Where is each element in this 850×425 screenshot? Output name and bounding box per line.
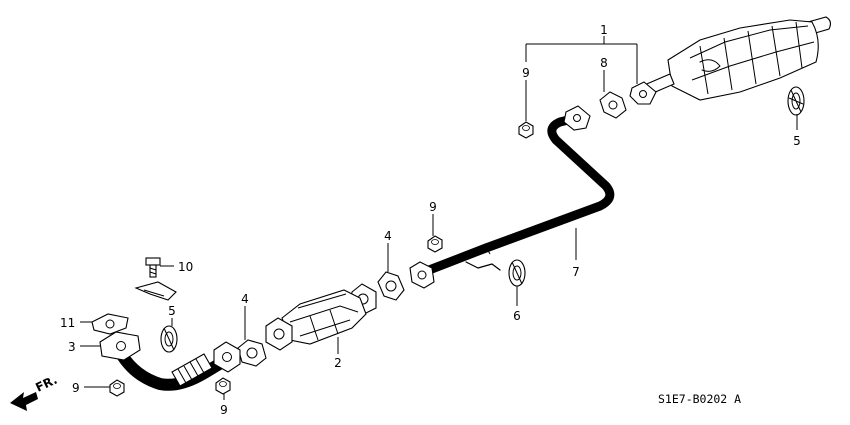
callout-3: 3 (68, 340, 76, 354)
rubber-mount-5-left (160, 325, 178, 353)
catalytic-converter (265, 283, 377, 351)
callout-1: 1 (600, 23, 608, 37)
callout-6: 6 (513, 309, 521, 323)
exhaust-pipe-a (99, 331, 241, 391)
front-direction-indicator: FR. (10, 373, 59, 411)
callout-5-right: 5 (793, 134, 801, 148)
bolt-10 (145, 257, 161, 278)
callout-9-center: 9 (429, 200, 437, 214)
front-arrow-icon (10, 392, 38, 411)
hanger-bracket (134, 281, 177, 301)
nut-9-center (427, 235, 443, 253)
gasket-11 (91, 313, 129, 335)
callout-2: 2 (334, 356, 342, 370)
callout-9-top: 9 (522, 66, 530, 80)
callout-8: 8 (600, 56, 608, 70)
callout-10: 10 (178, 260, 193, 274)
callout-4-right: 4 (384, 229, 392, 243)
callout-4-left: 4 (241, 292, 249, 306)
callout-7: 7 (572, 265, 580, 279)
front-label: FR. (33, 373, 59, 395)
muffler-flange (629, 81, 657, 105)
callout-5-left: 5 (168, 304, 176, 318)
nut-9-top (518, 121, 534, 139)
muffler-assembly (641, 16, 832, 101)
nut-9-lower (215, 377, 231, 395)
rubber-mount-6 (508, 259, 526, 287)
callout-9-lower: 9 (220, 403, 228, 417)
gasket-4-left (237, 339, 267, 367)
leader-lines (80, 36, 798, 400)
gasket-8 (599, 91, 627, 119)
callout-labels: 1 8 9 5 9 4 7 6 2 4 5 10 11 3 9 9 (60, 23, 801, 417)
callout-11: 11 (60, 316, 75, 330)
gasket-4-right (377, 271, 405, 301)
diagram-code: S1E7-B0202 A (658, 392, 741, 406)
center-pipe (409, 105, 615, 289)
callout-9-left: 9 (72, 381, 80, 395)
rubber-mount-5-right (787, 86, 805, 116)
nut-9-left (109, 379, 125, 397)
